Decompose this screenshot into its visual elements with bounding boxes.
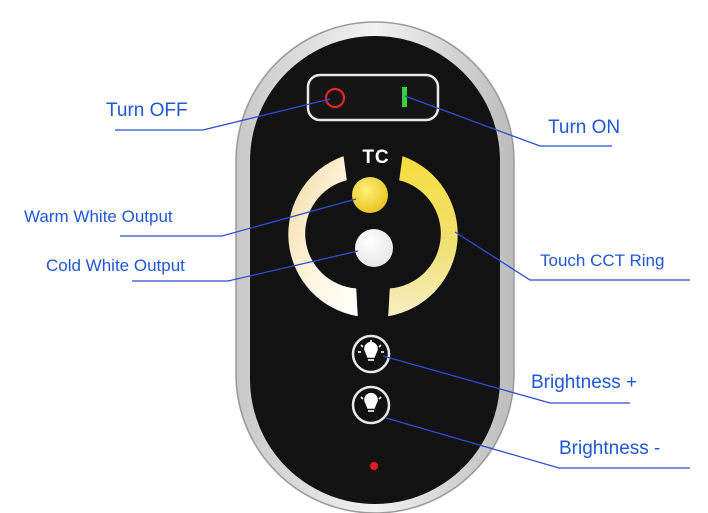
brightness-minus-button[interactable] <box>351 385 391 425</box>
brand-logo-text: TC <box>362 147 390 168</box>
power-on-icon[interactable] <box>402 87 407 107</box>
cct-ring-warm-segment[interactable] <box>388 156 458 317</box>
power-off-icon[interactable] <box>324 87 346 109</box>
power-panel <box>306 73 440 122</box>
label-brightness-minus: Brightness - <box>559 438 661 459</box>
bulb-dim-icon <box>360 392 382 412</box>
leader-turn-off <box>115 98 331 131</box>
leader-cold-white <box>132 250 359 282</box>
leader-warm-white <box>120 198 357 237</box>
label-cold-white-output: Cold White Output <box>46 256 185 275</box>
label-touch-cct-ring: Touch CCT Ring <box>540 251 665 270</box>
label-brightness-plus: Brightness + <box>531 372 638 393</box>
remote-body <box>250 36 500 504</box>
leader-brightness-minus <box>385 417 690 469</box>
label-turn-off: Turn OFF <box>106 100 188 121</box>
cct-ring-cool-segment[interactable] <box>288 156 358 317</box>
label-warm-white-output: Warm White Output <box>24 207 173 226</box>
status-led <box>370 462 378 470</box>
warm-white-button[interactable] <box>352 177 388 213</box>
leader-lines <box>115 95 690 469</box>
brightness-plus-button[interactable] <box>351 334 391 374</box>
label-turn-on: Turn ON <box>548 117 621 138</box>
leader-brightness-plus <box>382 355 630 404</box>
bulb-bright-icon <box>358 340 384 361</box>
cold-white-button[interactable] <box>355 229 393 267</box>
leader-cct-ring <box>454 231 690 281</box>
leader-turn-on <box>404 95 612 147</box>
